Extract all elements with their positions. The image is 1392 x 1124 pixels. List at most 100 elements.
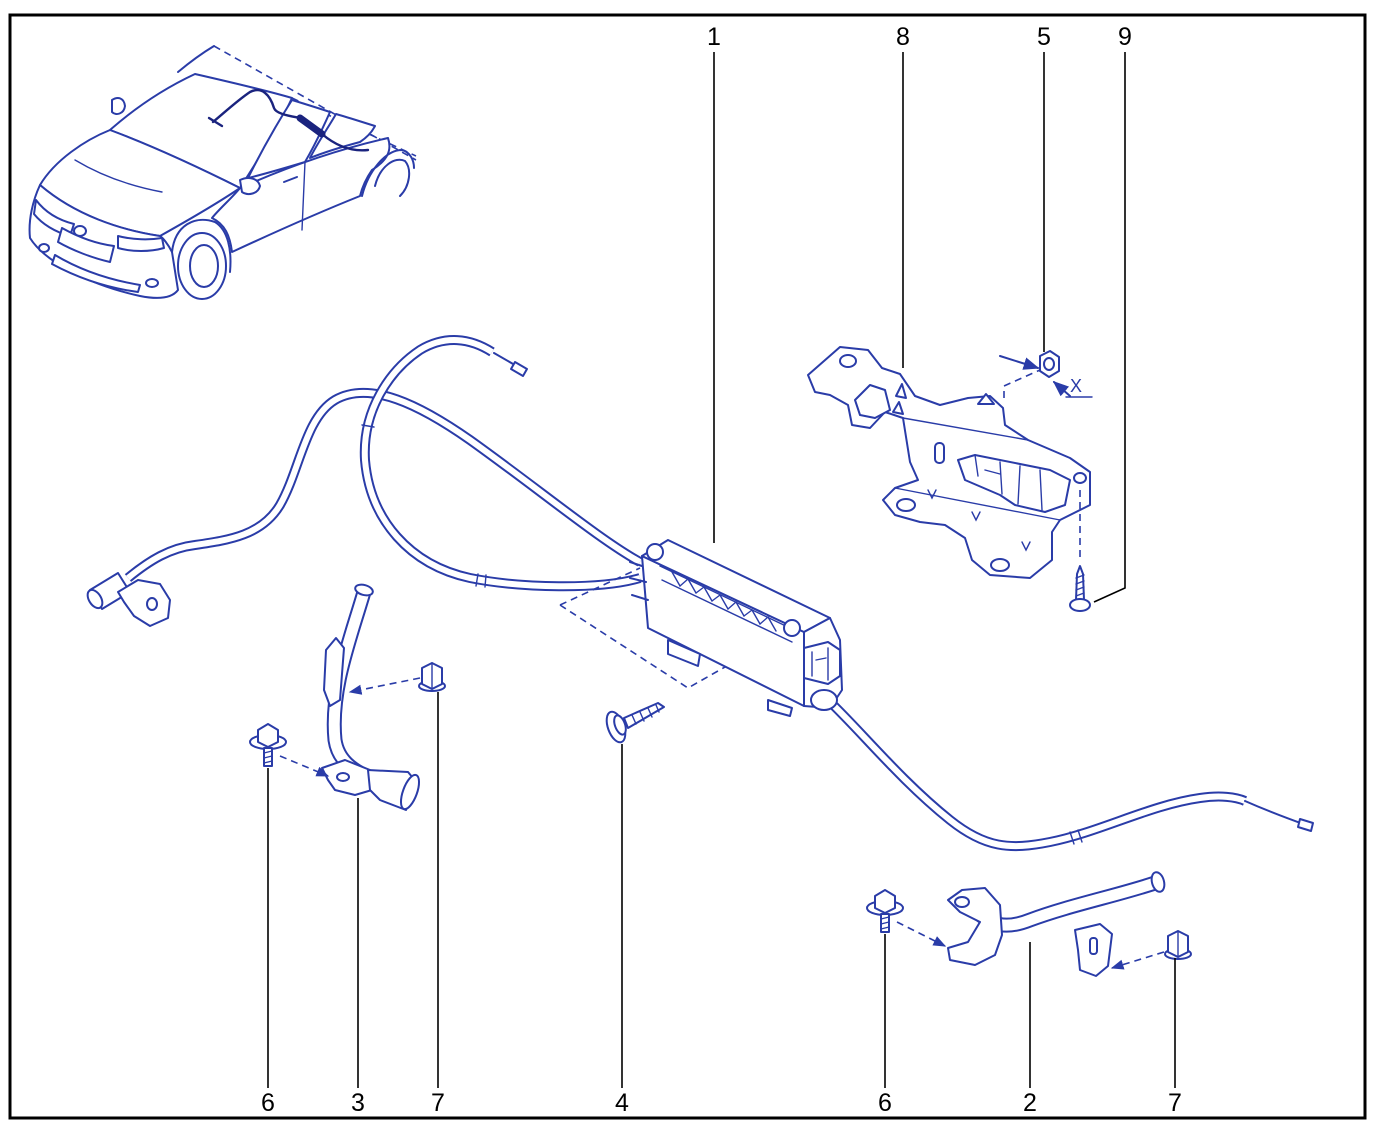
callout-label-4: 4 [615, 1089, 629, 1117]
left-flange-nut [418, 662, 446, 692]
right-cable-joint-mark [1069, 829, 1083, 845]
right-guide-end-opening [1150, 871, 1166, 893]
module-ribs-zigzag [679, 578, 769, 625]
callout-labels-top: 1 8 5 9 [707, 23, 1132, 51]
car-mirror-right [239, 177, 261, 195]
module-connector-detail [811, 647, 829, 681]
car-rear-wheel-arch [361, 149, 415, 197]
car-mirror-left [111, 97, 126, 115]
callout-label-6-left: 6 [261, 1089, 275, 1117]
upper-cable-terminal [510, 361, 528, 377]
car-illustration [28, 45, 417, 300]
car-rear-side-window [309, 113, 376, 159]
car-roof-front-edge [177, 45, 215, 73]
left-guide-mount-hole [336, 772, 350, 782]
callout-label-2: 2 [1023, 1089, 1037, 1117]
diagram-frame [8, 13, 1367, 1120]
dimension-x: X [999, 355, 1093, 398]
module-connector [803, 641, 841, 685]
callout-label-1: 1 [707, 23, 721, 51]
module-left-cable-stubs [629, 561, 649, 601]
right-nut-arrow [1110, 951, 1165, 970]
right-cable-wire [1244, 800, 1307, 826]
right-screw-arrow [896, 921, 947, 947]
dimension-label: X [1070, 376, 1082, 396]
bracket-screw [1069, 565, 1091, 612]
module-screw-head [613, 714, 627, 736]
leader-lines [267, 52, 1176, 1088]
upper-cable-sheath-inner [361, 337, 641, 590]
car-brake-cable [320, 132, 370, 152]
right-flange-screw [866, 889, 904, 933]
module-right-boss [783, 619, 801, 637]
left-cable-guide [321, 583, 421, 811]
car-hood-crease [74, 159, 163, 193]
car-roof-dashed-line-lower [291, 97, 417, 157]
car-door-handle [283, 176, 298, 183]
right-guide-left-hole [954, 896, 970, 908]
module-screw [605, 702, 665, 744]
car-fog-light-right [145, 278, 159, 288]
car-front-fascia [28, 184, 179, 299]
left-cable-sheath [124, 387, 643, 582]
bracket-hole-left [896, 498, 916, 512]
bracket-hole-top [839, 354, 857, 368]
callout-label-7-left: 7 [431, 1089, 445, 1117]
left-cable-end-cap [86, 588, 104, 610]
car-brake-pedal-mark [207, 116, 224, 128]
left-screw-arrow [279, 755, 330, 777]
right-cable-guide [947, 871, 1166, 977]
bracket-pin-2 [892, 401, 904, 415]
right-flange-screw-threads [880, 916, 890, 930]
left-cable-mount-hole [146, 597, 158, 611]
module-ribs [671, 571, 777, 632]
callout-label-3: 3 [351, 1089, 365, 1117]
module-left-boss [646, 543, 664, 561]
left-cable-end-bracket [86, 572, 171, 627]
callout-label-9: 9 [1118, 23, 1132, 51]
right-flange-screw-head [874, 889, 896, 914]
car-front-side-window [247, 99, 331, 179]
module-bottom-tab-right [767, 699, 793, 717]
car-door-line [301, 161, 306, 231]
bracket-dimples [927, 489, 1031, 552]
bracket-clip [854, 384, 891, 419]
left-flange-screw-threads [263, 750, 273, 764]
bracket-plate [807, 346, 1091, 579]
left-cable-mount-plate [117, 579, 171, 627]
module-bracket [807, 346, 1091, 579]
car-fog-light-left [38, 243, 50, 253]
dimension-arrow-upper [999, 355, 1040, 370]
module-bottom-tab-left [667, 639, 701, 667]
left-flange-screw-head [257, 723, 279, 748]
car-front-wheel-arch [171, 218, 232, 273]
callout-label-7-right: 7 [1168, 1089, 1182, 1117]
bracket-hole-right [1073, 472, 1087, 484]
bracket-nut [1039, 350, 1060, 378]
leader-line-9 [1093, 52, 1126, 603]
bracket-screw-threads [1075, 574, 1085, 597]
dimension-arrow-lower [1052, 380, 1071, 397]
car-brake-module-marker [296, 114, 326, 138]
upper-cable-joint-mark [475, 573, 487, 588]
car-front-wheel-hub [189, 244, 219, 288]
car-brake-harness [211, 88, 302, 124]
car-logo [73, 225, 87, 237]
car-side-panel [211, 137, 391, 253]
bracket-edge-lines [894, 417, 1061, 521]
callout-labels-bottom: 6 3 7 4 6 2 7 [261, 1089, 1182, 1117]
callout-label-8: 8 [896, 23, 910, 51]
module-cable-exit-boss [810, 689, 838, 711]
left-guide-top-opening [354, 583, 374, 597]
right-cable-sheath-inner [825, 697, 1247, 849]
upper-cable-joint-mark-2 [361, 424, 375, 428]
right-cable-terminal [1297, 818, 1314, 832]
bracket-pin-1 [895, 383, 907, 399]
left-flange-screw [249, 723, 287, 767]
left-cable-sheath-inner [126, 389, 642, 581]
callout-label-6-right: 6 [878, 1089, 892, 1117]
left-nut-arrow [348, 677, 421, 695]
car-lower-intake [51, 254, 141, 293]
bracket-stud [977, 393, 995, 405]
